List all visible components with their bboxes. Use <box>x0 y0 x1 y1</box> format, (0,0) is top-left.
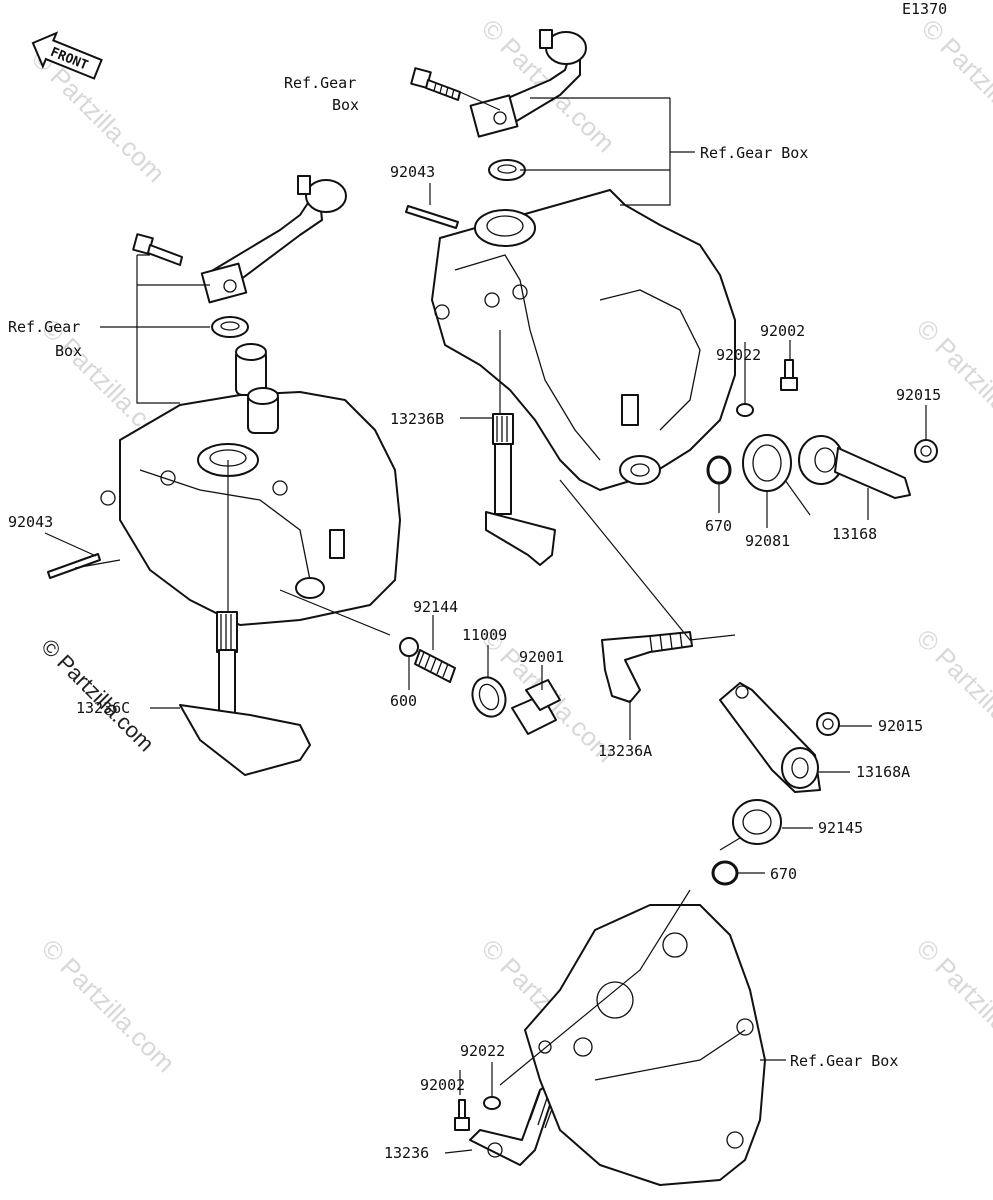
nut-92015-mid <box>816 712 840 736</box>
left-oil-seal <box>211 316 249 338</box>
part-label: 92022 <box>460 1042 505 1060</box>
part-label: 92022 <box>716 346 761 364</box>
part-label: 670 <box>770 865 797 883</box>
lever-13168 <box>798 435 911 499</box>
shaft-13236b <box>485 413 556 566</box>
washer-92022-bot <box>483 1096 501 1110</box>
watermark: © Partzilla.com <box>911 933 993 1078</box>
lever-13168a <box>719 682 821 793</box>
part-label: 13168A <box>856 763 910 781</box>
part-label: 92001 <box>519 648 564 666</box>
watermark: © Partzilla.com <box>36 933 181 1078</box>
gasket-11009 <box>471 676 507 718</box>
bottom-gear-box-housing <box>524 904 766 1186</box>
callout-ref-gear-box-left: Box <box>55 342 82 360</box>
spring-92081 <box>742 434 811 516</box>
watermark: © Partzilla.com <box>916 13 993 158</box>
shaft-13236c <box>179 611 311 776</box>
part-label: 92081 <box>745 532 790 550</box>
callout-ref-gear-box-top: Ref.Gear <box>284 74 356 92</box>
diagram-code: E1370 <box>902 0 947 18</box>
callout-ref-gear-box-top: Box <box>332 96 359 114</box>
left-shift-lever <box>200 175 347 304</box>
top-oil-seal <box>488 159 526 181</box>
top-bolt <box>410 67 461 101</box>
o-ring-670-mid <box>711 860 739 886</box>
ball-600 <box>399 637 419 657</box>
part-numbers: 92043 92043 13236B 13236C 13236A 13236 9… <box>8 163 941 1162</box>
right-gear-box-housing <box>431 189 736 491</box>
part-label: 670 <box>705 517 732 535</box>
spring-92144 <box>414 649 456 683</box>
callout-ref-gear-box-bottom: Ref.Gear Box <box>790 1052 898 1070</box>
part-label: 13236 <box>384 1144 429 1162</box>
callouts: Ref.Gear Box Ref.Gear Box Ref.Gear Box R… <box>8 74 898 1070</box>
spring-92145 <box>719 799 782 851</box>
part-label: 92015 <box>896 386 941 404</box>
washer-92022-top <box>736 403 754 417</box>
nut-92015-top <box>914 439 938 463</box>
shaft-13236a <box>601 631 693 703</box>
part-label: 92043 <box>8 513 53 531</box>
part-label: 13236A <box>598 742 652 760</box>
part-label: 92002 <box>760 322 805 340</box>
top-dowel-pin <box>405 205 459 229</box>
part-label: 92043 <box>390 163 435 181</box>
part-label: 11009 <box>462 626 507 644</box>
callout-ref-gear-box-right: Ref.Gear Box <box>700 144 808 162</box>
part-label: 13236B <box>390 410 444 428</box>
leader-lines <box>44 91 927 1154</box>
o-ring-670-top <box>706 455 732 485</box>
top-shift-lever <box>469 29 587 138</box>
watermark: © Partzilla.com <box>911 623 993 768</box>
part-label: 92145 <box>818 819 863 837</box>
part-label: 92144 <box>413 598 458 616</box>
part-label: 13168 <box>832 525 877 543</box>
left-gear-box-housing <box>100 343 401 626</box>
part-label: 92015 <box>878 717 923 735</box>
plug-92001 <box>511 679 561 735</box>
callout-ref-gear-box-left: Ref.Gear <box>8 318 80 336</box>
part-label: 13236C <box>76 699 130 717</box>
left-bolt <box>132 233 183 266</box>
bolt-92002-bot <box>454 1099 470 1131</box>
watermark-large: © Partzilla.com <box>36 634 159 757</box>
part-label: 600 <box>390 692 417 710</box>
bolt-92002-top <box>780 359 798 391</box>
part-label: 92002 <box>420 1076 465 1094</box>
left-dowel-pin <box>47 553 101 579</box>
